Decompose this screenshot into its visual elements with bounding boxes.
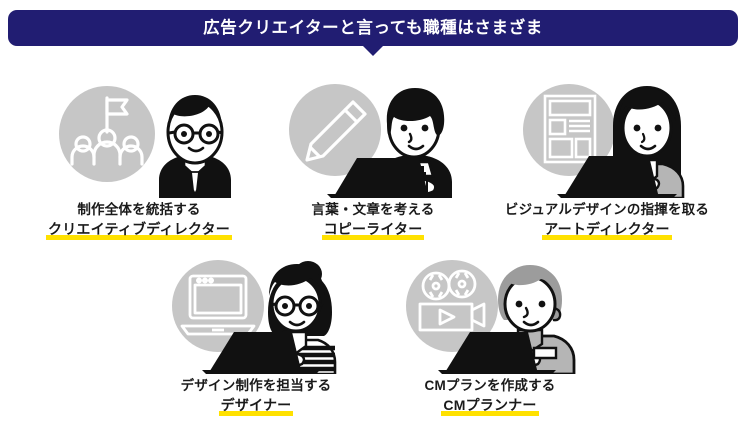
labels-cm-planner: CMプランを作成する CMプランナー: [424, 378, 556, 417]
labels-creative-director: 制作全体を統括する クリエイティブディレクター: [46, 202, 232, 241]
page-layout-icon: [523, 84, 615, 176]
card-copywriter: 言葉・文章を考える コピーライター: [269, 76, 477, 241]
card-description: デザイン制作を担当する: [180, 378, 332, 393]
card-row-top: 制作全体を統括する クリエイティブディレクター: [0, 76, 746, 241]
illustration-cm-planner: [390, 252, 590, 374]
labels-designer: デザイン制作を担当する デザイナー: [180, 378, 332, 417]
header-banner-body: 広告クリエイターと言っても職種はさまざま: [8, 10, 738, 46]
card-row-bottom: デザイン制作を担当する デザイナー: [0, 252, 746, 417]
woman-with-bun-figure: [202, 261, 337, 374]
illustration-creative-director: [39, 76, 239, 198]
labels-art-director: ビジュアルデザインの指揮を取る アートディレクター: [504, 202, 710, 241]
card-job-title: クリエイティブディレクター: [46, 221, 232, 241]
card-description: ビジュアルデザインの指揮を取る: [504, 202, 710, 217]
card-art-director: ビジュアルデザインの指揮を取る アートディレクター: [503, 76, 711, 241]
card-job-title: コピーライター: [321, 221, 425, 241]
card-job-title: デザイナー: [218, 397, 294, 417]
movie-camera-icon: [406, 260, 498, 352]
laptop-icon: [172, 260, 264, 352]
illustration-copywriter: [273, 76, 473, 198]
card-description: 制作全体を統括する: [77, 202, 201, 217]
labels-copywriter: 言葉・文章を考える コピーライター: [311, 202, 435, 241]
long-haired-woman-figure: [557, 86, 685, 198]
person-at-laptop-figure: [327, 88, 452, 198]
card-designer: デザイン制作を担当する デザイナー: [152, 252, 360, 417]
illustration-designer: [156, 252, 356, 374]
card-description: 言葉・文章を考える: [311, 202, 435, 217]
card-job-title: アートディレクター: [542, 221, 673, 241]
header-banner: 広告クリエイターと言っても職種はさまざま: [8, 10, 738, 46]
man-in-suit-figure: [159, 95, 231, 198]
man-gray-hair-figure: [438, 265, 576, 374]
banner-title: 広告クリエイターと言っても職種はさまざま: [203, 18, 543, 37]
card-job-title: CMプランナー: [441, 397, 539, 417]
pencil-icon: [289, 84, 381, 176]
people-with-flag-icon: [59, 86, 155, 182]
card-creative-director: 制作全体を統括する クリエイティブディレクター: [35, 76, 243, 241]
banner-arrow-notch: [362, 45, 384, 56]
card-cm-planner: CMプランを作成する CMプランナー: [386, 252, 594, 417]
illustration-art-director: [507, 76, 707, 198]
card-description: CMプランを作成する: [424, 378, 556, 393]
